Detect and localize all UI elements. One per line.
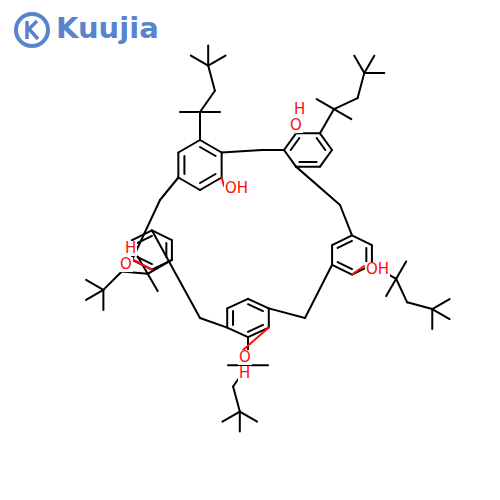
bond [291, 138, 300, 150]
bond [240, 412, 257, 422]
bond [227, 328, 248, 338]
bond [269, 308, 305, 318]
bond [364, 56, 374, 73]
bond [226, 308, 228, 327]
bond [248, 299, 269, 309]
bond [332, 235, 352, 245]
bond [268, 308, 270, 327]
bond [320, 150, 332, 167]
bond [222, 412, 239, 422]
bond [407, 302, 432, 309]
bond [200, 178, 222, 191]
bond [200, 318, 227, 328]
bond [232, 311, 234, 325]
bond [171, 240, 173, 260]
bond [208, 56, 225, 66]
bond-lines [86, 46, 450, 432]
bond [102, 290, 104, 310]
bond [243, 328, 269, 350]
bond [233, 386, 240, 411]
bond [222, 150, 262, 153]
bond [364, 72, 384, 74]
bond [320, 109, 334, 133]
bond [396, 279, 407, 303]
bond [221, 153, 223, 178]
bond [200, 174, 216, 183]
bond [178, 140, 200, 153]
bond [358, 73, 365, 98]
bond [299, 161, 316, 163]
bond [199, 112, 201, 140]
bond [200, 111, 220, 113]
atom-label: OH [224, 181, 249, 196]
atom-label: O [119, 257, 133, 272]
atom-label: H [124, 241, 137, 256]
bond [239, 412, 241, 432]
bond [317, 99, 334, 109]
bond [340, 205, 352, 235]
atom-label: O [238, 350, 252, 365]
bond [208, 66, 215, 91]
bond [200, 147, 216, 156]
bond [178, 178, 200, 191]
bond [354, 56, 364, 73]
bond [317, 138, 326, 150]
bond [296, 167, 340, 205]
atom-label: OH [365, 262, 390, 277]
bond [86, 280, 103, 290]
bond [183, 156, 185, 174]
bond [262, 149, 284, 151]
bond [200, 140, 222, 153]
bond [227, 299, 248, 309]
bond [320, 133, 332, 150]
bond [207, 46, 209, 66]
bond [103, 272, 121, 290]
bond [386, 279, 396, 296]
bond [396, 261, 406, 278]
bond [338, 241, 352, 248]
bond [432, 309, 449, 319]
watermark-logo [16, 14, 48, 46]
atom-label: H [238, 366, 251, 381]
bond [200, 91, 215, 112]
bond [338, 262, 352, 269]
bond [248, 304, 263, 311]
watermark: Kuujia [56, 14, 159, 43]
bond [86, 290, 103, 300]
bond [148, 274, 158, 291]
bond [352, 235, 372, 245]
atom-label: O [289, 118, 303, 133]
bond [152, 230, 200, 318]
bond [296, 166, 320, 168]
bond [180, 111, 200, 113]
bond [432, 299, 449, 309]
bond [160, 178, 178, 201]
bond [284, 133, 296, 150]
bond [177, 153, 179, 178]
bond [431, 309, 433, 329]
bond [331, 245, 333, 265]
bond [365, 248, 367, 262]
bond [332, 265, 352, 275]
bond [334, 109, 351, 119]
bond [130, 258, 152, 270]
bond [305, 265, 332, 318]
bond [191, 56, 208, 66]
bond [334, 98, 358, 109]
bond [284, 150, 296, 167]
atom-label: H [293, 102, 306, 117]
bond [352, 266, 364, 275]
bond [248, 325, 263, 332]
